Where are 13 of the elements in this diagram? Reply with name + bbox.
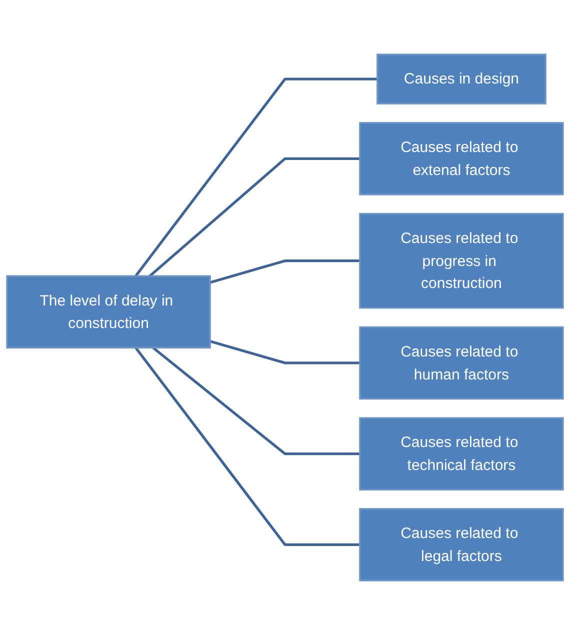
connector xyxy=(134,78,378,277)
node-box: The level of delay in construction xyxy=(6,275,211,348)
node-box: Causes related to extenal factors xyxy=(359,122,564,196)
node-box: Causes related to human factors xyxy=(359,326,564,400)
node-box: Causes in design xyxy=(376,54,546,104)
connector xyxy=(134,346,360,546)
connector xyxy=(152,346,360,456)
connector xyxy=(210,340,360,364)
connector xyxy=(210,259,360,284)
node-box: Causes related to legal factors xyxy=(359,508,564,582)
connector xyxy=(148,157,360,278)
node-box: Causes related to technical factors xyxy=(359,417,564,490)
node-box: Causes related to progress in construction xyxy=(359,212,564,309)
